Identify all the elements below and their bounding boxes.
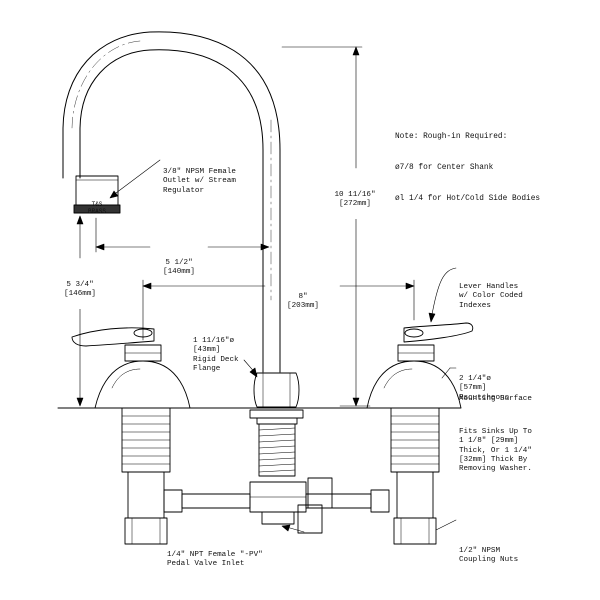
gooseneck-spout (62, 31, 281, 373)
leader-lines (109, 159, 457, 533)
crossover-assembly (163, 477, 390, 534)
rough-in-note: Note: Rough-in Required: ø7/8 for Center… (395, 112, 540, 214)
spout-height-dimension: 5 3/4"[146mm] (58, 262, 102, 310)
centers-dimension: 8"[203mm] (287, 292, 319, 311)
escutcheon-callout: 2 1/4"ø[57mm]Escutcheons (459, 374, 510, 402)
stream-regulator (73, 175, 121, 214)
center-shank (249, 409, 304, 477)
note-side-bodies: øl 1/4 for Hot/Cold Side Bodies (395, 194, 541, 203)
pedal-valve-callout: 1/4" NPT Female "-PV"Pedal Valve Inlet (167, 550, 263, 569)
height-dimension: 10 11/16"[272mm] (324, 172, 386, 220)
reach-dimension: 5 1/2"[140mm] (163, 258, 195, 277)
right-valve (366, 322, 474, 545)
mounting-surface-label: Mounting Surface (459, 395, 532, 403)
center-flange (253, 372, 300, 408)
left-valve (71, 327, 191, 545)
dimension-lines (76, 46, 415, 407)
note-center-shank: ø7/8 for Center Shank (395, 164, 494, 173)
note-title: Note: Rough-in Required: (395, 133, 508, 142)
